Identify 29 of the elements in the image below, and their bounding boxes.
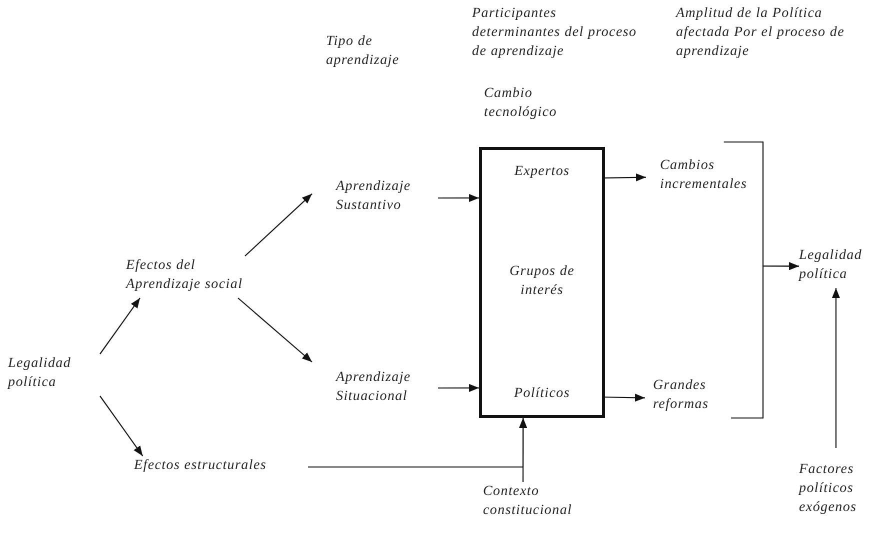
node-label: Aprendizaje Sustantivo — [312, 177, 438, 219]
node-label: Contexto constitucional — [483, 482, 579, 538]
node-label: Cambios incrementales — [646, 142, 764, 198]
node-label: Políticos — [482, 384, 602, 406]
column-heading: Participantes determinantes del proceso de aprendizaje — [472, 5, 638, 61]
arrow — [100, 298, 140, 354]
arrow — [100, 396, 144, 456]
node-label: Grupos de interés — [502, 262, 582, 304]
column-heading: Cambio tecnológico — [484, 85, 558, 122]
node-label: Efectos del Aprendizaje social — [126, 256, 266, 298]
participants-box — [479, 147, 605, 418]
arrow — [438, 384, 479, 392]
arrow — [605, 394, 645, 402]
arrow — [438, 194, 479, 202]
node-label: Factores políticos exógenos — [799, 448, 876, 522]
arrow — [832, 288, 840, 448]
column-heading: Tipo de aprendizaje — [326, 33, 400, 70]
column-heading: Amplitud de la Política afectada Por el proceso de aprendizaje — [676, 5, 846, 61]
node-label: Legalidad política — [799, 246, 876, 288]
node-label: Aprendizaje Situacional — [312, 360, 438, 410]
node-label: Efectos estructurales — [134, 456, 308, 478]
node-label: Grandes reformas — [645, 376, 735, 418]
arrow — [238, 298, 312, 362]
node-label: Legalidad política — [8, 354, 100, 396]
arrow — [244, 193, 312, 256]
arrow — [605, 173, 646, 182]
arrow — [308, 418, 528, 468]
node-label: Expertos — [482, 162, 602, 184]
arrow — [731, 262, 799, 419]
